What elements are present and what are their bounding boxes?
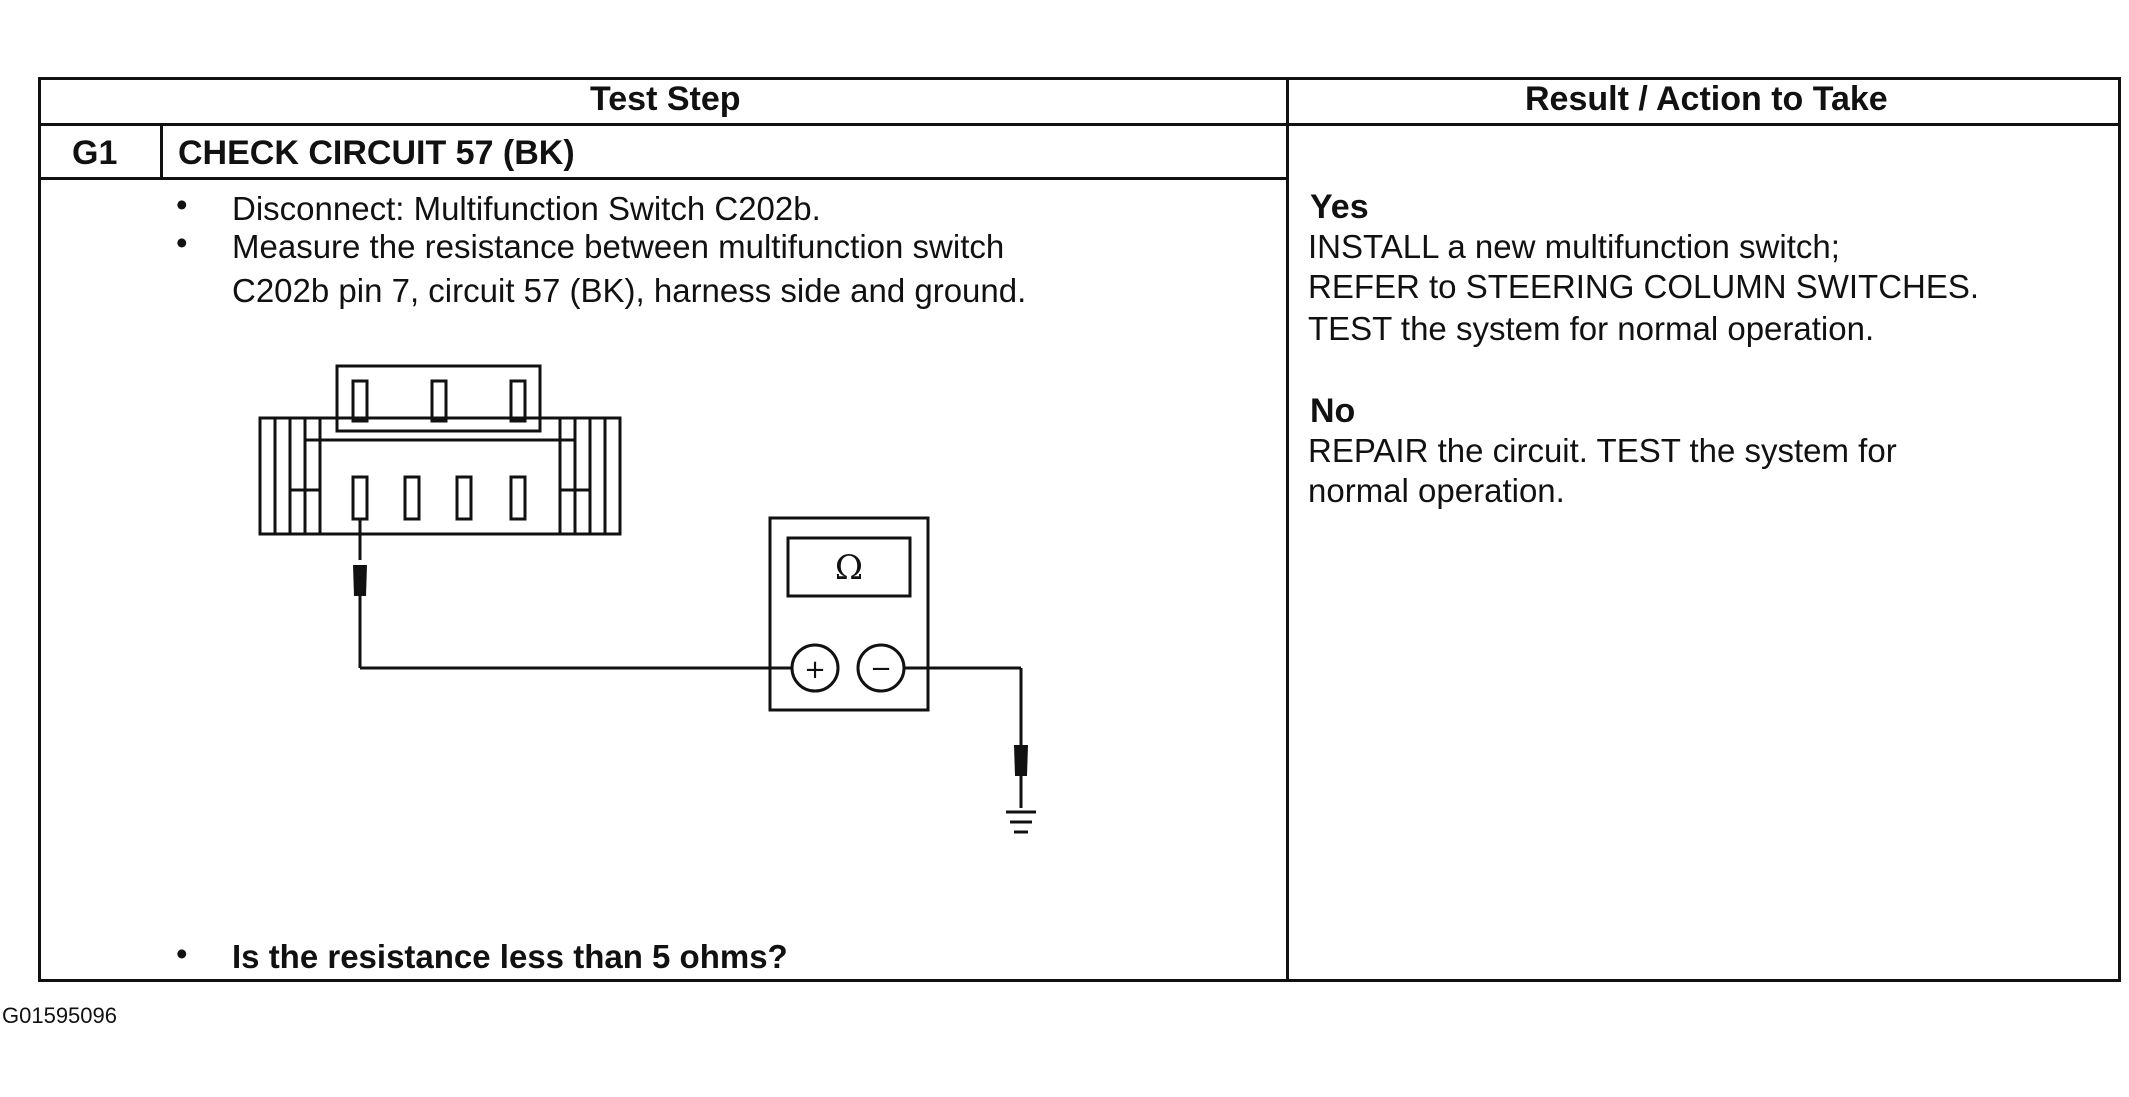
ground-icon [1006,810,1036,834]
step-id: G1 [72,134,118,172]
step-title: CHECK CIRCUIT 57 (BK) [178,134,575,172]
connector-pin-slot [351,379,369,423]
figure-id: G01595096 [2,1003,117,1028]
negative-probe [904,666,1028,808]
connector-pin-slot [509,475,527,521]
no-line: REPAIR the circuit. TEST the system for [1308,432,1897,469]
meter-display [786,536,912,598]
header-rule [38,123,2121,126]
instruction-line: C202b pin 7, circuit 57 (BK), harness si… [232,272,1027,309]
connector-c202b [258,364,622,536]
ohmmeter: Ω + − [768,516,930,712]
connector-top-housing [335,364,542,433]
connector-pin-slot [430,379,448,423]
connector-pin-slot [509,379,527,423]
question-text: Is the resistance less than 5 ohms? [232,938,788,975]
bullet-dot: • [176,935,188,972]
bullet-dot: • [176,224,188,261]
connector-main-housing [258,416,622,536]
connector-pin-slot [403,475,421,521]
header-test-step: Test Step [590,80,741,118]
yes-line: INSTALL a new multifunction switch; [1308,228,1840,265]
plus-sign: + [804,655,826,685]
bullet-dot: • [176,186,188,223]
connector-pin-slot [351,475,369,521]
ohm-symbol: Ω [835,548,863,588]
header-result-action: Result / Action to Take [1525,80,1888,118]
step-id-divider [160,123,163,179]
instruction-line: Disconnect: Multifunction Switch C202b. [232,190,821,227]
test-table [38,77,2121,982]
yes-line: REFER to STEERING COLUMN SWITCHES. [1308,268,1980,305]
step-title-rule [38,177,1288,180]
connector-pin-slot [455,475,473,521]
yes-label: Yes [1310,188,1369,226]
no-line: normal operation. [1308,472,1565,509]
instruction-line: Measure the resistance between multifunc… [232,228,1005,265]
minus-sign: − [870,654,892,684]
column-divider [1286,77,1289,982]
no-label: No [1310,392,1356,430]
yes-line: TEST the system for normal operation. [1308,310,1875,347]
positive-terminal [790,643,840,693]
positive-probe [353,519,791,670]
